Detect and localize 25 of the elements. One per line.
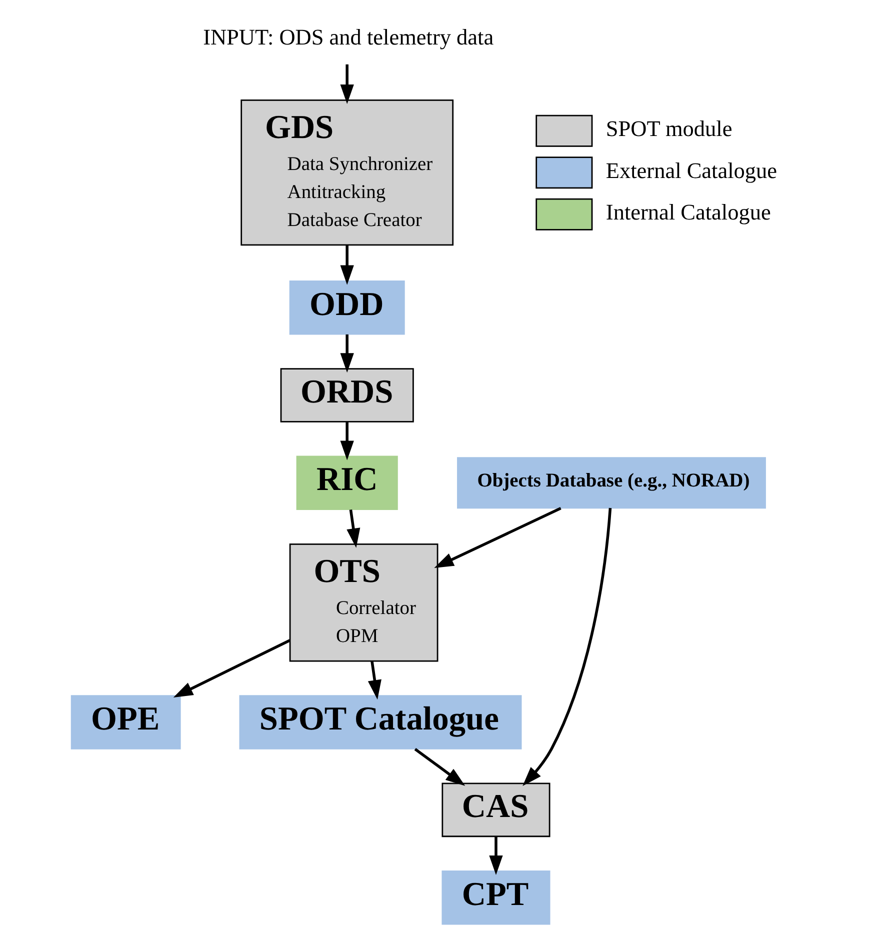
arrow <box>340 245 354 285</box>
node-box: RIC <box>296 456 398 510</box>
node-box: GDS Data Synchronizer Antitracking Database Creator <box>240 100 454 246</box>
node-box: ORDS <box>280 368 414 422</box>
arrow <box>340 334 354 373</box>
legend-label: Internal Catalogue <box>605 200 770 225</box>
node-text: INPUT: ODS and telemetry data <box>202 24 494 50</box>
node-box: ODD <box>288 280 404 335</box>
arrow <box>346 509 360 548</box>
arrow <box>367 660 381 700</box>
arrow <box>488 836 502 875</box>
node-box: CPT <box>441 870 550 925</box>
node-box: OTS Correlator OPM <box>288 543 438 662</box>
node-box: SPOT Catalogue <box>238 695 522 750</box>
legend-label: SPOT module <box>605 116 732 142</box>
node-box: CAS <box>441 782 550 838</box>
node-box: Objects Database (e.g., NORAD) <box>456 457 766 509</box>
arrow <box>340 64 354 104</box>
arrow <box>434 506 561 568</box>
arrow <box>172 639 290 698</box>
arrow <box>522 508 612 786</box>
legend-label: External Catalogue <box>605 158 777 183</box>
node-box: OPE <box>70 695 180 750</box>
arrow <box>340 422 354 460</box>
arrow <box>414 748 465 786</box>
